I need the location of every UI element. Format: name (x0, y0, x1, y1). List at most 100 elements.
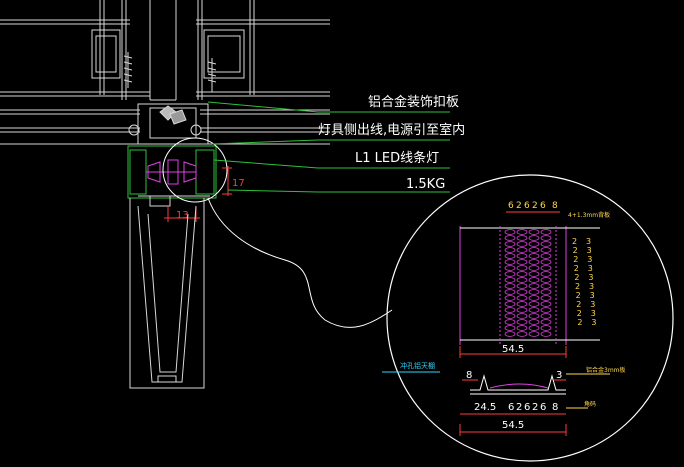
led-bead-array (504, 229, 552, 337)
led-bead (540, 265, 552, 271)
led-bead (504, 283, 516, 289)
led-bead (516, 259, 528, 265)
tick-label: 2 (577, 318, 582, 327)
svg-text:6: 6 (508, 402, 514, 413)
led-bead (540, 229, 552, 235)
led-bead (528, 265, 540, 271)
tick-label: 3 (590, 291, 595, 300)
callout-text-1: 铝合金装饰扣板 (368, 94, 459, 110)
led-bead (504, 319, 516, 325)
led-bead (528, 283, 540, 289)
led-bead (528, 289, 540, 295)
led-bead (528, 295, 540, 301)
led-bead (516, 247, 528, 253)
led-bead (540, 271, 552, 277)
led-bead (540, 283, 552, 289)
tick-label: 2 (573, 255, 578, 264)
led-bead (504, 301, 516, 307)
svg-text:6: 6 (540, 402, 546, 413)
svg-text:角码: 角码 (584, 400, 596, 408)
led-bead (504, 325, 516, 331)
led-bead (540, 301, 552, 307)
led-bead (516, 271, 528, 277)
led-bead (504, 235, 516, 241)
led-bead (540, 331, 552, 337)
svg-text:2: 2 (516, 201, 522, 211)
svg-text:54.5: 54.5 (502, 420, 524, 431)
led-bead (528, 241, 540, 247)
svg-text:6: 6 (508, 201, 514, 211)
led-bead (504, 247, 516, 253)
svg-text:8: 8 (466, 370, 472, 381)
led-bead (504, 265, 516, 271)
mullion-joint (128, 103, 209, 145)
led-bead (540, 307, 552, 313)
svg-text:2: 2 (516, 402, 522, 413)
led-bead (540, 247, 552, 253)
tick-label: 3 (591, 309, 596, 318)
led-bead (528, 307, 540, 313)
led-bead (528, 259, 540, 265)
led-bead (504, 241, 516, 247)
led-bead (516, 277, 528, 283)
callout-leaders (207, 101, 450, 193)
led-bead (540, 253, 552, 259)
led-bead (540, 259, 552, 265)
led-bead (516, 319, 528, 325)
led-bead (528, 331, 540, 337)
led-bead (504, 253, 516, 259)
led-bead (540, 241, 552, 247)
callout-text-2: 灯具侧出线,电源引至室内 (318, 122, 465, 138)
led-bead (516, 241, 528, 247)
detail-right-note-1: 铝合金3mm板 (566, 366, 626, 375)
led-bead (504, 313, 516, 319)
svg-text:17: 17 (232, 178, 245, 189)
led-bead (540, 235, 552, 241)
tick-label: 2 (575, 282, 580, 291)
led-bead (516, 307, 528, 313)
led-bead (504, 307, 516, 313)
facade-section (0, 0, 330, 145)
led-bead (504, 295, 516, 301)
detail-bottom-dimensions: 24.5 6 2 6 2 6 8 (460, 402, 566, 415)
detail-clip-profile (470, 374, 566, 395)
led-bead (540, 277, 552, 283)
led-bead (528, 247, 540, 253)
svg-text:8: 8 (552, 402, 558, 413)
detail-right-note-2: 角码 (566, 400, 596, 409)
led-bead (516, 325, 528, 331)
svg-text:6: 6 (524, 201, 530, 211)
led-bead (540, 325, 552, 331)
svg-text:铝合金3mm板: 铝合金3mm板 (586, 366, 626, 374)
led-bead (528, 235, 540, 241)
led-bead (504, 289, 516, 295)
led-bead (504, 331, 516, 337)
led-bead (528, 319, 540, 325)
led-bead (516, 283, 528, 289)
callout-text-3: L1 LED线条灯 (355, 150, 439, 166)
led-bead (516, 253, 528, 259)
detail-bottom-total: 54.5 (459, 420, 567, 436)
led-bead (516, 313, 528, 319)
tick-label: 3 (588, 264, 593, 273)
led-bead (528, 253, 540, 259)
tick-label: 2 (573, 246, 578, 255)
svg-text:3: 3 (556, 370, 562, 381)
tick-label: 3 (588, 273, 593, 282)
tick-label: 3 (587, 246, 592, 255)
led-bead (516, 235, 528, 241)
led-bead (516, 295, 528, 301)
tick-label: 2 (577, 309, 582, 318)
callout-text-4: 1.5KG (406, 177, 445, 192)
svg-text:6: 6 (540, 201, 546, 211)
led-bead (540, 319, 552, 325)
detail-mid-dimension: 54.5 (459, 344, 567, 358)
led-bead (528, 271, 540, 277)
svg-text:54.5: 54.5 (502, 344, 524, 355)
screw-right-icon (207, 58, 217, 92)
screw-left-icon (123, 52, 133, 88)
led-bead (528, 277, 540, 283)
detail-connector (207, 197, 393, 328)
